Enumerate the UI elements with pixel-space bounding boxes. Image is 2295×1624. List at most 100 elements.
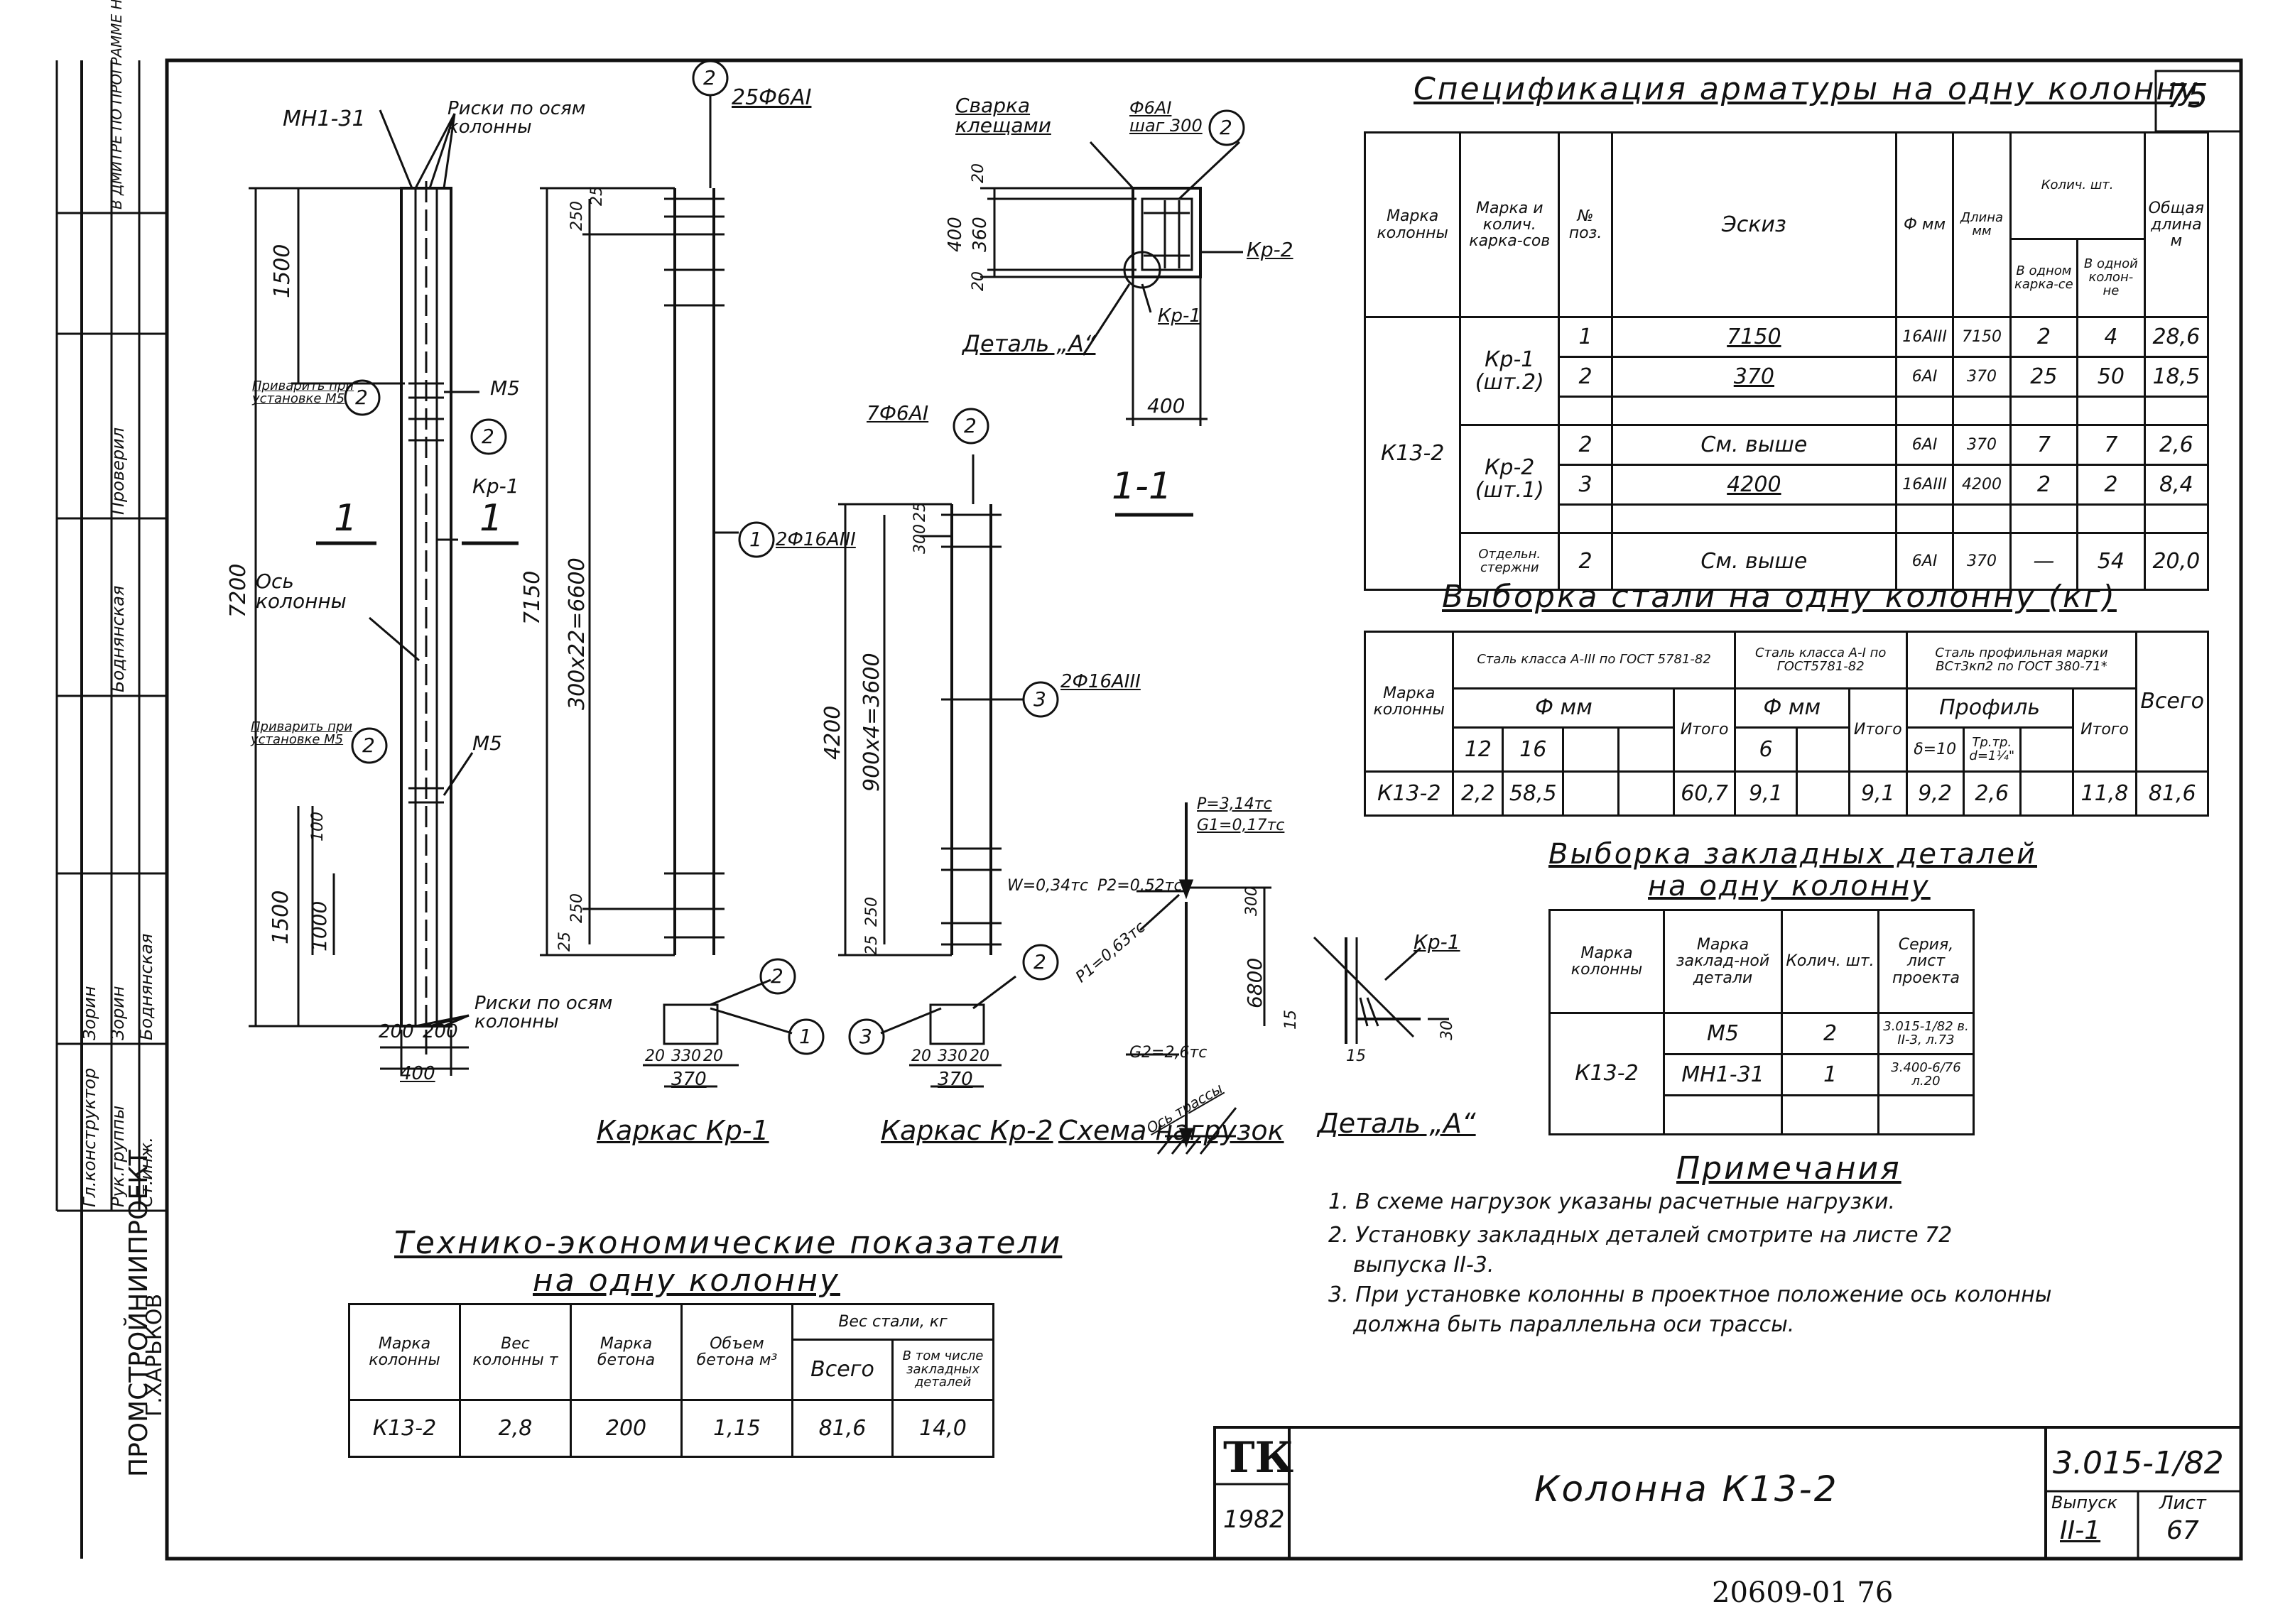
spec-cell: 4200 [1952, 464, 2012, 506]
dim-sec-400: 400 [945, 217, 966, 252]
load-p: Р=3,14тс [1197, 795, 1272, 813]
label-axis: Ось колонны [256, 570, 347, 613]
emb-cell: 2 [1781, 1012, 1879, 1055]
spec-cell: 16АIII [1894, 316, 1955, 358]
tech-h-steel-total: Всего [791, 1339, 894, 1401]
steel-h-itogo-1: Итого [1673, 687, 1736, 773]
notes-title: Примечания [1676, 1150, 1901, 1187]
dim-kr2-bot1: 25 [863, 935, 881, 955]
steel-cell: 2,2 [1452, 770, 1504, 817]
caption-detail-a: Деталь „А“ [1318, 1108, 1476, 1139]
steel-h-pipe: Тр.тр. d=1¼" [1962, 726, 2022, 773]
spec-cell: 370 [1952, 356, 2012, 398]
spec-cell: 2 [2076, 464, 2146, 506]
title-issue: II-1 [2060, 1516, 2101, 1545]
embedded-subtitle: на одну колонну [1648, 870, 1931, 903]
steel-h-6: 6 [1733, 726, 1798, 773]
spec-h-qty-cage: В одном карка-се [2009, 238, 2079, 318]
label-risks-bottom: Риски по осям колонны [474, 993, 613, 1032]
spec-sketch-cell: 370 [1610, 356, 1897, 398]
tech-h-weight: Вес колонны т [459, 1303, 572, 1401]
spec-sketch-cell: См. выше [1610, 532, 1897, 591]
emb-cell: МН1-31 [1663, 1053, 1783, 1096]
title-year: 1982 [1223, 1505, 1285, 1534]
label-kr2-long-bar: 2Ф16АIII [1060, 671, 1141, 692]
load-w: W=0,34тс [1007, 877, 1089, 895]
steel-cell: 9,1 [1848, 770, 1908, 817]
emb-h-mark: Марка колонны [1548, 909, 1665, 1014]
emb-column-mark: К13-2 [1548, 1012, 1665, 1135]
spec-sketch-cell: 4200 [1610, 464, 1897, 506]
tech-h-mark: Марка колонны [348, 1303, 461, 1401]
page-number: 75 [2166, 77, 2208, 115]
dim-kr1-top1: 25 [588, 186, 606, 206]
tech-h-steel: Вес стали, кг [791, 1303, 994, 1341]
steel-cell: 11,8 [2071, 770, 2138, 817]
dim-1500-bottom: 1500 [268, 890, 293, 944]
dim-1500-top: 1500 [270, 244, 295, 298]
note-2: 2. Установку закладных деталей смотрите … [1328, 1223, 1953, 1248]
dim-kr2-w20b: 20 [970, 1047, 989, 1065]
spec-cell: — [2009, 532, 2079, 591]
dim-kr1-w20a: 20 [645, 1047, 665, 1065]
steel-h-phi-a1: Ф мм [1733, 687, 1850, 729]
spec-cell: 28,6 [2143, 316, 2210, 358]
spec-cell: 7 [2076, 424, 2146, 466]
callout-2-c: 2 [964, 414, 977, 437]
load-g1: G1=0,17тс [1197, 817, 1285, 834]
label-weld-clamps: Сварка клещами [955, 94, 1051, 137]
dim-7200: 7200 [226, 563, 251, 618]
embedded-title: Выборка закладных деталей [1548, 838, 2037, 871]
steel-table: Марка колонны Сталь класса А-III по ГОСТ… [1363, 631, 2209, 817]
elevation-view [249, 109, 519, 1076]
tech-table: Марка колонны Вес колонны т Марка бетона… [348, 1303, 994, 1458]
dim-200-a: 200 [379, 1021, 414, 1042]
label-kr2-top-bar: 7Ф6АI [867, 401, 929, 425]
callout-2-e: 2 [482, 425, 494, 448]
dim-kr2-w20a: 20 [911, 1047, 931, 1065]
emb-cell: М5 [1663, 1012, 1783, 1055]
spec-h-total: Общая длина м [2143, 131, 2210, 318]
dim-sec-20b: 20 [970, 271, 987, 291]
dim-kr1-w330: 330 [671, 1047, 701, 1065]
steel-h-phi-a3: Ф мм [1452, 687, 1676, 729]
spec-cell: 50 [2076, 356, 2146, 398]
spec-table: Марка колонны Марка и колич. карка-сов №… [1363, 131, 2210, 591]
steel-cell: К13-2 [1363, 770, 1455, 817]
load-g2: G2=2,6тс [1129, 1044, 1208, 1062]
steel-cell: 9,1 [1733, 770, 1798, 817]
spec-cell: 2 [1558, 356, 1613, 398]
steel-h-a3: Сталь класса А-III по ГОСТ 5781-82 [1452, 631, 1736, 690]
dim-kr2-top1: 25 [911, 502, 929, 522]
title-sheet-label: Лист [2159, 1493, 2206, 1514]
title-main: Колонна К13-2 [1534, 1468, 1839, 1510]
label-sec-kr2: Кр-2 [1247, 238, 1293, 261]
title-sheet: 67 [2166, 1516, 2199, 1545]
spec-cell: 370 [1952, 424, 2012, 466]
label-detail-ref: Деталь „А“ [962, 330, 1096, 357]
caption-loads: Схема нагрузок [1058, 1115, 1284, 1146]
callout-1-b: 1 [799, 1025, 812, 1048]
caption-kr2: Каркас Кр-2 [881, 1115, 1053, 1146]
dim-kr1-w370: 370 [671, 1069, 707, 1090]
dim-detail-30: 30 [1438, 1020, 1456, 1040]
kr1-cage-view [540, 96, 793, 1088]
spec-cage-2: Кр-2(шт.1) [1459, 424, 1561, 534]
spec-h-qty-col: В одной колон-не [2076, 238, 2146, 318]
emb-h-part: Марка заклад-ной детали [1663, 909, 1783, 1014]
dim-kr2-top2: 300 [911, 524, 929, 554]
label-detail-kr1: Кр-1 [1414, 930, 1460, 954]
dim-kr1-bot2: 250 [568, 893, 586, 923]
steel-h-itogo-2: Итого [1848, 687, 1908, 773]
steel-h-strip: δ=10 [1905, 726, 1965, 773]
detail-a-view [1313, 936, 1449, 1044]
spec-column-mark: К13-2 [1363, 316, 1462, 591]
callout-2-d: 2 [355, 386, 368, 409]
tech-cell: К13-2 [348, 1399, 461, 1458]
dim-detail-15a: 15 [1282, 1010, 1300, 1030]
callout-3-b: 3 [859, 1025, 872, 1048]
note-2-cont: выпуска II-3. [1353, 1253, 1494, 1277]
dim-sec-20a: 20 [970, 163, 987, 183]
